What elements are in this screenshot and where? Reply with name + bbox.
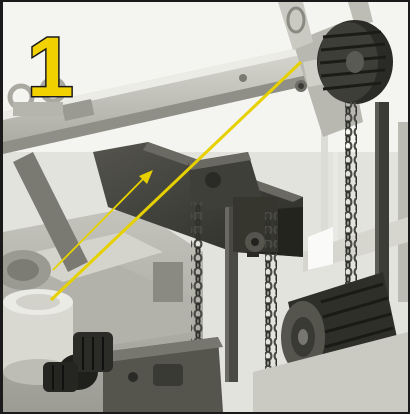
guide-line-primary xyxy=(49,60,303,302)
machine-illustration: 1 xyxy=(3,2,408,412)
connector-plugs xyxy=(43,332,113,392)
upper-drum xyxy=(317,20,393,104)
gear-block xyxy=(43,332,223,412)
lower-drum xyxy=(253,272,408,412)
arrow-up-right-icon xyxy=(52,170,153,271)
eye-bolts xyxy=(7,76,67,116)
chain-carriage xyxy=(188,152,278,252)
number-badge-icon: 1 xyxy=(26,19,76,116)
chains xyxy=(191,102,357,372)
top-hook xyxy=(278,2,373,50)
support-strut xyxy=(13,152,88,272)
step-number: 1 xyxy=(27,20,74,114)
